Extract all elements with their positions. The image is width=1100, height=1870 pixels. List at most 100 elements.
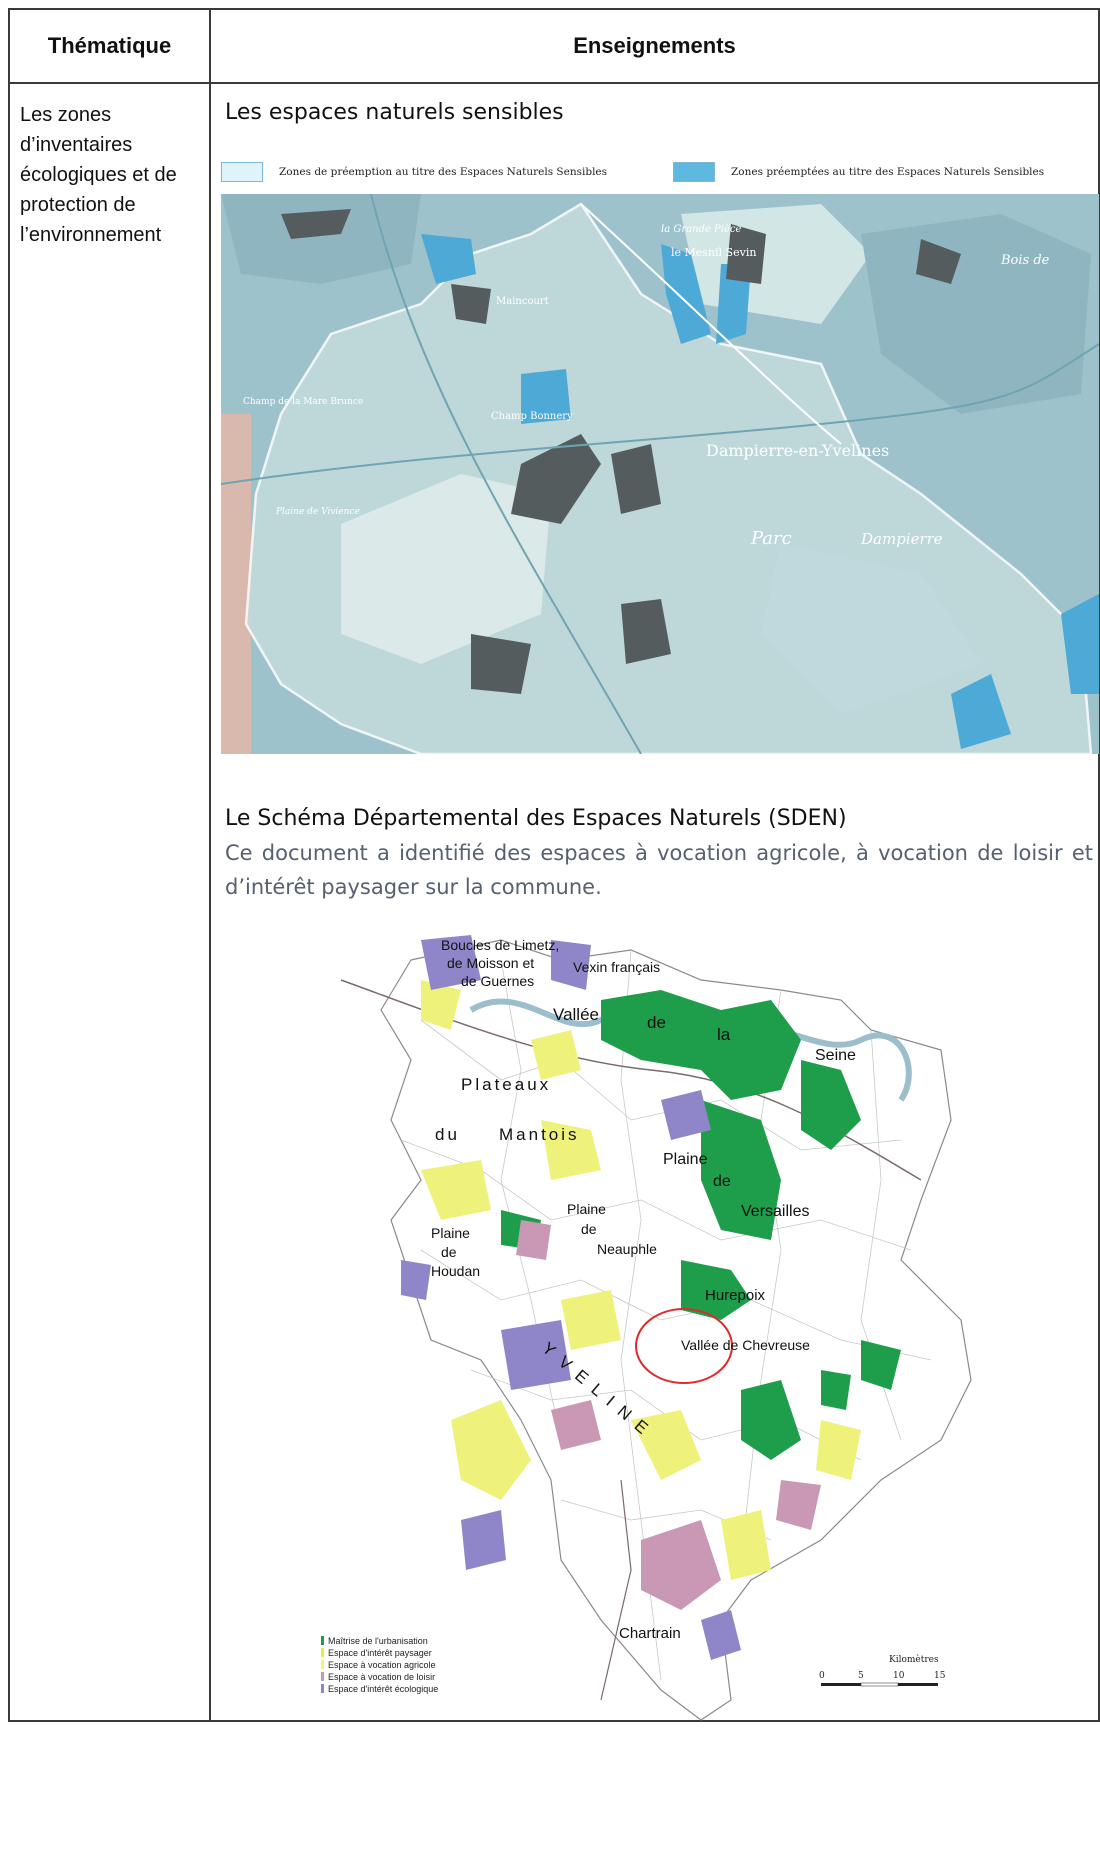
village-area	[621, 599, 671, 664]
map-label: Champ de la Mare Brunce	[243, 397, 363, 407]
highlight-circle	[635, 1308, 733, 1384]
map-label: Parc	[750, 528, 792, 549]
ens-legend: Zones de préemption au titre des Espaces…	[221, 158, 1099, 186]
urbanisation-areas	[501, 990, 901, 1460]
map-label: de	[647, 1013, 666, 1032]
map-label: Bois de	[1000, 253, 1050, 268]
boundary-line	[580, 203, 842, 445]
map-left-strip	[221, 414, 251, 754]
scale-tick: 0	[819, 1671, 825, 1681]
map-label: Vallée	[553, 1005, 599, 1024]
legend-swatch	[321, 1636, 324, 1645]
sden-legend: Maîtrise de l'urbanisation Espace d'inté…	[321, 1636, 438, 1694]
section-text-sden: Ce document a identifié des espaces à vo…	[225, 841, 1093, 899]
map-label: de Guernes	[461, 973, 534, 989]
preempted-area	[1061, 594, 1099, 694]
map-label: de	[441, 1244, 457, 1260]
map-label: Plaine	[431, 1225, 470, 1241]
map-label: Mantois	[499, 1125, 580, 1144]
legend-label: Zones de préemption au titre des Espaces…	[279, 166, 608, 178]
sden-map-image: Boucles de Limetz, de Moisson et de Guer…	[321, 935, 972, 1721]
map-label: Versailles	[741, 1203, 809, 1220]
table-header-row: Thématique Enseignements	[8, 8, 1100, 84]
header-enseignements: Enseignements	[209, 8, 1100, 84]
village-area	[471, 634, 531, 694]
legend-swatch-light	[221, 162, 263, 182]
map-label: Maincourt	[496, 296, 549, 307]
ecological-areas	[401, 935, 741, 1660]
section-title-sden: Le Schéma Départemental des Espaces Natu…	[225, 806, 847, 831]
village-area	[916, 239, 961, 284]
map-label: Houdan	[431, 1263, 480, 1279]
map-label: du	[435, 1125, 460, 1144]
map-label: Plateaux	[461, 1075, 551, 1094]
map-label: Vexin français	[573, 959, 660, 975]
table-row: Les zones d’inventaires écologiques et d…	[8, 82, 1100, 1722]
section-title-ens: Les espaces naturels sensibles	[225, 100, 564, 125]
map-label: la	[717, 1025, 731, 1044]
map-label: Champ Bonnery	[491, 411, 573, 422]
scale-segment	[860, 1682, 899, 1687]
map-label: Plaine	[567, 1201, 606, 1217]
legend-swatch	[321, 1648, 324, 1657]
map-label: Vallée de Chevreuse	[681, 1337, 810, 1353]
legend-swatch	[321, 1672, 324, 1681]
field-area	[341, 474, 551, 664]
map-label: Boucles de Limetz,	[441, 937, 559, 953]
map-label: le Mesnil Sevin	[671, 246, 756, 259]
legend-swatch-dark	[673, 162, 715, 182]
legend-label: Maîtrise de l'urbanisation	[328, 1636, 428, 1646]
ens-legend-item-preemption: Zones de préemption au titre des Espaces…	[221, 162, 607, 182]
road-line	[370, 194, 642, 754]
theme-label: Les zones d’inventaires écologiques et d…	[20, 104, 177, 246]
header-thematique: Thématique	[8, 8, 211, 84]
field-area	[761, 544, 981, 714]
scale-tick: 5	[858, 1671, 864, 1681]
scale-segment	[898, 1683, 938, 1686]
map-label: Dampierre-en-Yvelines	[706, 441, 889, 460]
content-table: Thématique Enseignements Les zones d’inv…	[8, 8, 1100, 1722]
map-label: Plaine de Vivience	[275, 507, 360, 517]
map-label: Seine	[815, 1047, 856, 1064]
legend-label: Espace d'intérêt paysager	[328, 1648, 432, 1658]
scale-bar: Kilomètres 0 5 10 15	[819, 1654, 946, 1687]
map-label: Hurepoix	[705, 1287, 766, 1304]
map-label: Chartrain	[619, 1625, 681, 1642]
forest-area	[221, 194, 421, 284]
map-label: de Moisson et	[447, 955, 534, 971]
map-label: de	[581, 1221, 597, 1237]
village-area	[281, 209, 351, 239]
scale-tick: 10	[893, 1671, 905, 1681]
legend-label: Espace à vocation agricole	[328, 1660, 436, 1670]
preempted-area	[521, 369, 571, 424]
map-label: de	[713, 1173, 731, 1190]
legend-label: Zones préemptées au titre des Espaces Na…	[731, 166, 1045, 178]
preempted-area	[716, 264, 751, 344]
village-area	[451, 284, 491, 324]
map-label: Neauphle	[597, 1241, 657, 1257]
legend-label: Espace d'intérêt écologique	[328, 1684, 438, 1694]
village-area	[611, 444, 661, 514]
preempted-area	[951, 674, 1011, 749]
preempted-area	[421, 234, 476, 284]
ens-map-image: le Mesnil Sevin Dampierre-en-Yvelines Pa…	[221, 194, 1099, 754]
map-label: Dampierre	[860, 530, 943, 548]
theme-cell: Les zones d’inventaires écologiques et d…	[8, 82, 211, 1722]
content-cell: Les espaces naturels sensibles Zones de …	[209, 82, 1100, 1722]
village-area	[726, 224, 766, 284]
legend-label: Espace à vocation de loisir	[328, 1672, 435, 1682]
road-line	[221, 343, 1099, 485]
road-line	[600, 1479, 632, 1701]
scale-tick: 15	[934, 1671, 946, 1681]
map-label: Plaine	[663, 1151, 708, 1168]
legend-swatch	[321, 1684, 324, 1693]
leisure-areas	[516, 1220, 821, 1610]
scale-title: Kilomètres	[889, 1654, 939, 1665]
agricultural-areas	[421, 980, 861, 1580]
preempted-area	[661, 244, 711, 344]
legend-swatch	[321, 1660, 324, 1669]
map-label: la Grande Pièce	[661, 224, 741, 235]
scale-segment	[821, 1683, 861, 1686]
ens-legend-item-preemptees: Zones préemptées au titre des Espaces Na…	[673, 162, 1044, 182]
village-area	[511, 434, 601, 524]
